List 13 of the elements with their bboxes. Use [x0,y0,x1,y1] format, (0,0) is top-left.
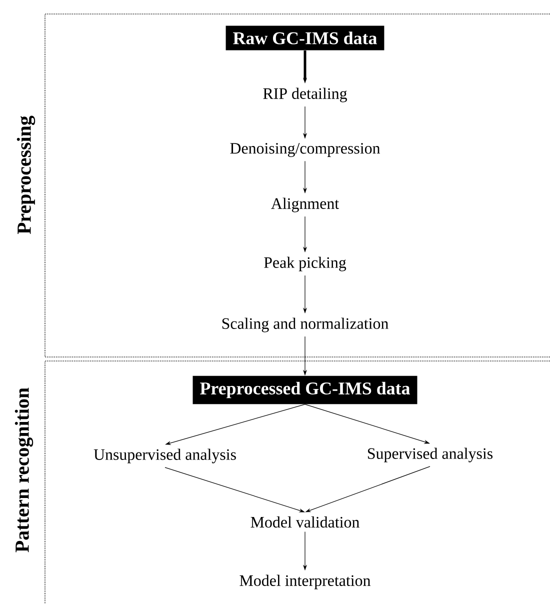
step-text: Unsupervised analysis [94,448,236,464]
section-title: Preprocessing [16,116,36,234]
step-text: Scaling and normalization [222,318,388,332]
section-title: Pattern recognition [14,388,34,552]
step-text: Supervised analysis [368,448,493,462]
data-box: Preprocessed GC-IMS data [192,376,418,404]
step-text: Denoising/compression [230,143,380,157]
step-text: Model validation [250,516,360,528]
step-text: Model interpretation [240,574,371,590]
step-text: Peak picking [264,256,346,272]
step-text: RIP detailing [263,88,347,102]
data-box: Raw GC-IMS data [226,26,384,50]
step-text: Alignment [271,198,339,212]
